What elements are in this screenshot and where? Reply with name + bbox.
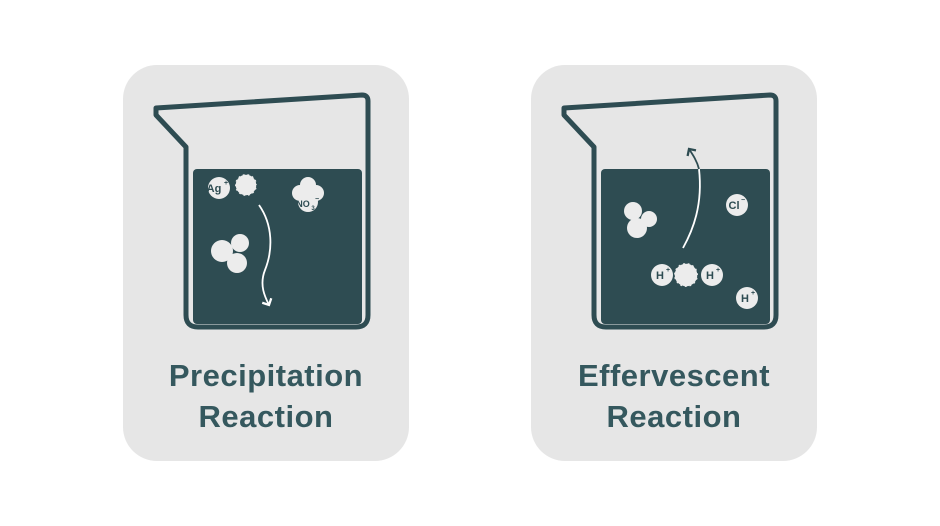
- molecule-cluster: [624, 202, 657, 238]
- hydrogen-ion-label-right: H: [706, 270, 714, 282]
- hydrogen-ion-charge-right: +: [716, 267, 720, 274]
- hydrogen-ion-label-left: H: [656, 270, 664, 282]
- hydrogen-ion-circle-lone: [736, 287, 758, 309]
- svg-text:+: +: [224, 180, 228, 187]
- svg-text:NO: NO: [296, 199, 310, 209]
- rising-gas-arrow-air: [686, 147, 700, 170]
- svg-text:+: +: [716, 267, 720, 274]
- svg-text:−: −: [315, 196, 319, 203]
- beaker-precipitation-illustration: Ag + NO 3 −: [153, 92, 371, 330]
- nitrate-ion-subscript: 3: [311, 206, 315, 212]
- beaker-outline: [153, 92, 371, 330]
- chloride-ion-label: Cl: [729, 200, 740, 212]
- hydrogen-ion-charge-lone: +: [751, 290, 755, 297]
- nitrate-ion-cluster: [292, 177, 324, 212]
- rising-gas-arrow-liquid: [682, 168, 701, 249]
- svg-text:3: 3: [311, 206, 315, 212]
- svg-text:−: −: [741, 197, 745, 204]
- dashed-particle: [234, 173, 258, 197]
- svg-text:H: H: [656, 270, 664, 282]
- svg-text:+: +: [666, 267, 670, 274]
- hydrogen-ion-label-lone: H: [741, 293, 749, 305]
- silver-ion-charge: +: [224, 180, 228, 187]
- card-title-precipitation: Precipitation Reaction: [123, 355, 409, 437]
- descending-arrow: [258, 204, 273, 307]
- svg-text:+: +: [751, 290, 755, 297]
- card-title-effervescent: Effervescent Reaction: [531, 355, 817, 437]
- title-line-2: Reaction: [198, 399, 334, 434]
- card-effervescent: Cl − H + H + H +: [531, 65, 817, 461]
- svg-text:Cl: Cl: [729, 200, 740, 212]
- card-precipitation: Ag + NO 3 − Precipitat: [123, 65, 409, 461]
- silver-ion-circle: [208, 177, 230, 199]
- chloride-ion-charge: −: [741, 197, 745, 204]
- beaker-effervescent-illustration: Cl − H + H + H +: [561, 92, 779, 330]
- hydrogen-ion-circle-left: [651, 264, 673, 286]
- svg-text:H: H: [706, 270, 714, 282]
- beaker-liquid: [193, 169, 362, 324]
- beaker-outline: [561, 92, 779, 330]
- precipitate-cluster: [211, 234, 249, 273]
- silver-ion-label: Ag: [207, 183, 222, 195]
- hydrogen-ion-circle-right: [701, 264, 723, 286]
- dashed-gas-particle: [673, 262, 699, 288]
- svg-text:H: H: [741, 293, 749, 305]
- nitrate-ion-label: NO: [296, 199, 310, 209]
- hydrogen-ion-charge-left: +: [666, 267, 670, 274]
- chloride-ion-circle: [726, 194, 748, 216]
- title-line-1: Effervescent: [577, 358, 771, 393]
- svg-text:Ag: Ag: [207, 183, 222, 195]
- title-line-2: Reaction: [606, 399, 742, 434]
- title-line-1: Precipitation: [168, 358, 364, 393]
- nitrate-ion-charge: −: [315, 196, 319, 203]
